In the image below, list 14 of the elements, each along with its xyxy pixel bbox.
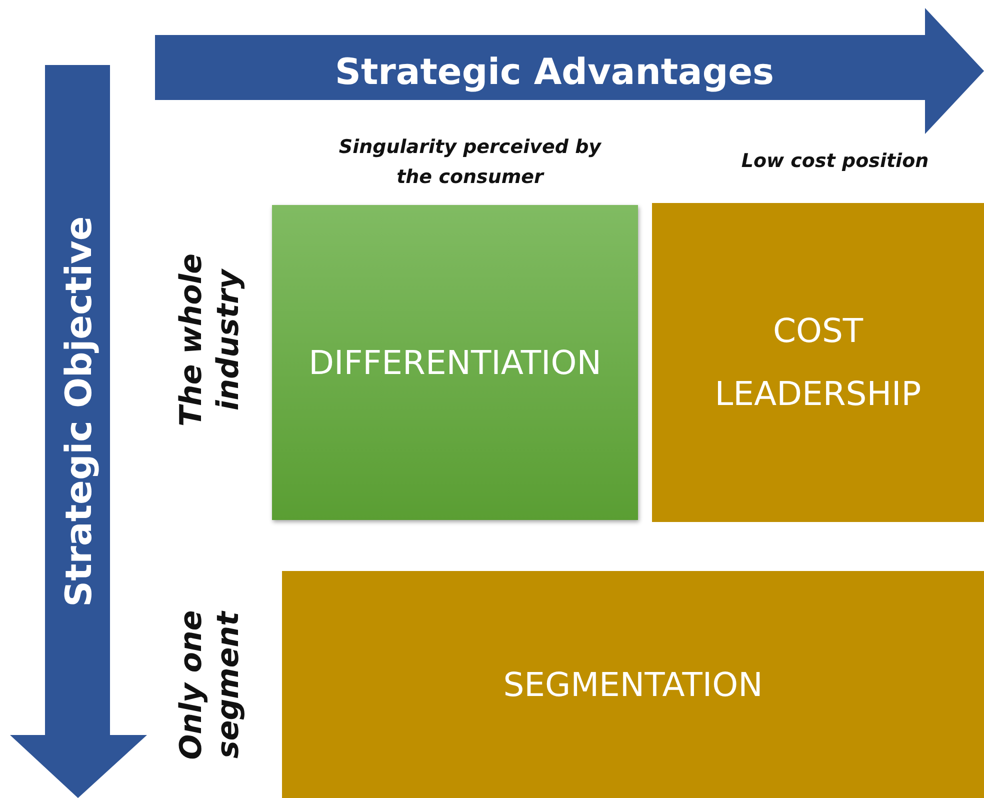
row-heading: Only one segment	[172, 609, 247, 762]
column-heading: Singularity perceived by the consumer	[338, 135, 602, 190]
column-heading: Low cost position	[740, 149, 930, 174]
banner-arrow	[10, 65, 147, 798]
strategy-label: SEGMENTATION	[503, 665, 763, 704]
banner-arrow	[155, 8, 984, 134]
strategy-box	[272, 205, 638, 520]
arrow-label: Strategic Advantages	[335, 52, 774, 92]
strategy-box	[282, 571, 984, 798]
row-heading: The whole industry	[172, 252, 247, 428]
arrow-label: Strategic Objective	[59, 216, 100, 607]
strategy-box	[652, 203, 984, 522]
strategy-label: DIFFERENTIATION	[308, 343, 602, 382]
strategy-label: COST LEADERSHIP	[714, 310, 922, 414]
